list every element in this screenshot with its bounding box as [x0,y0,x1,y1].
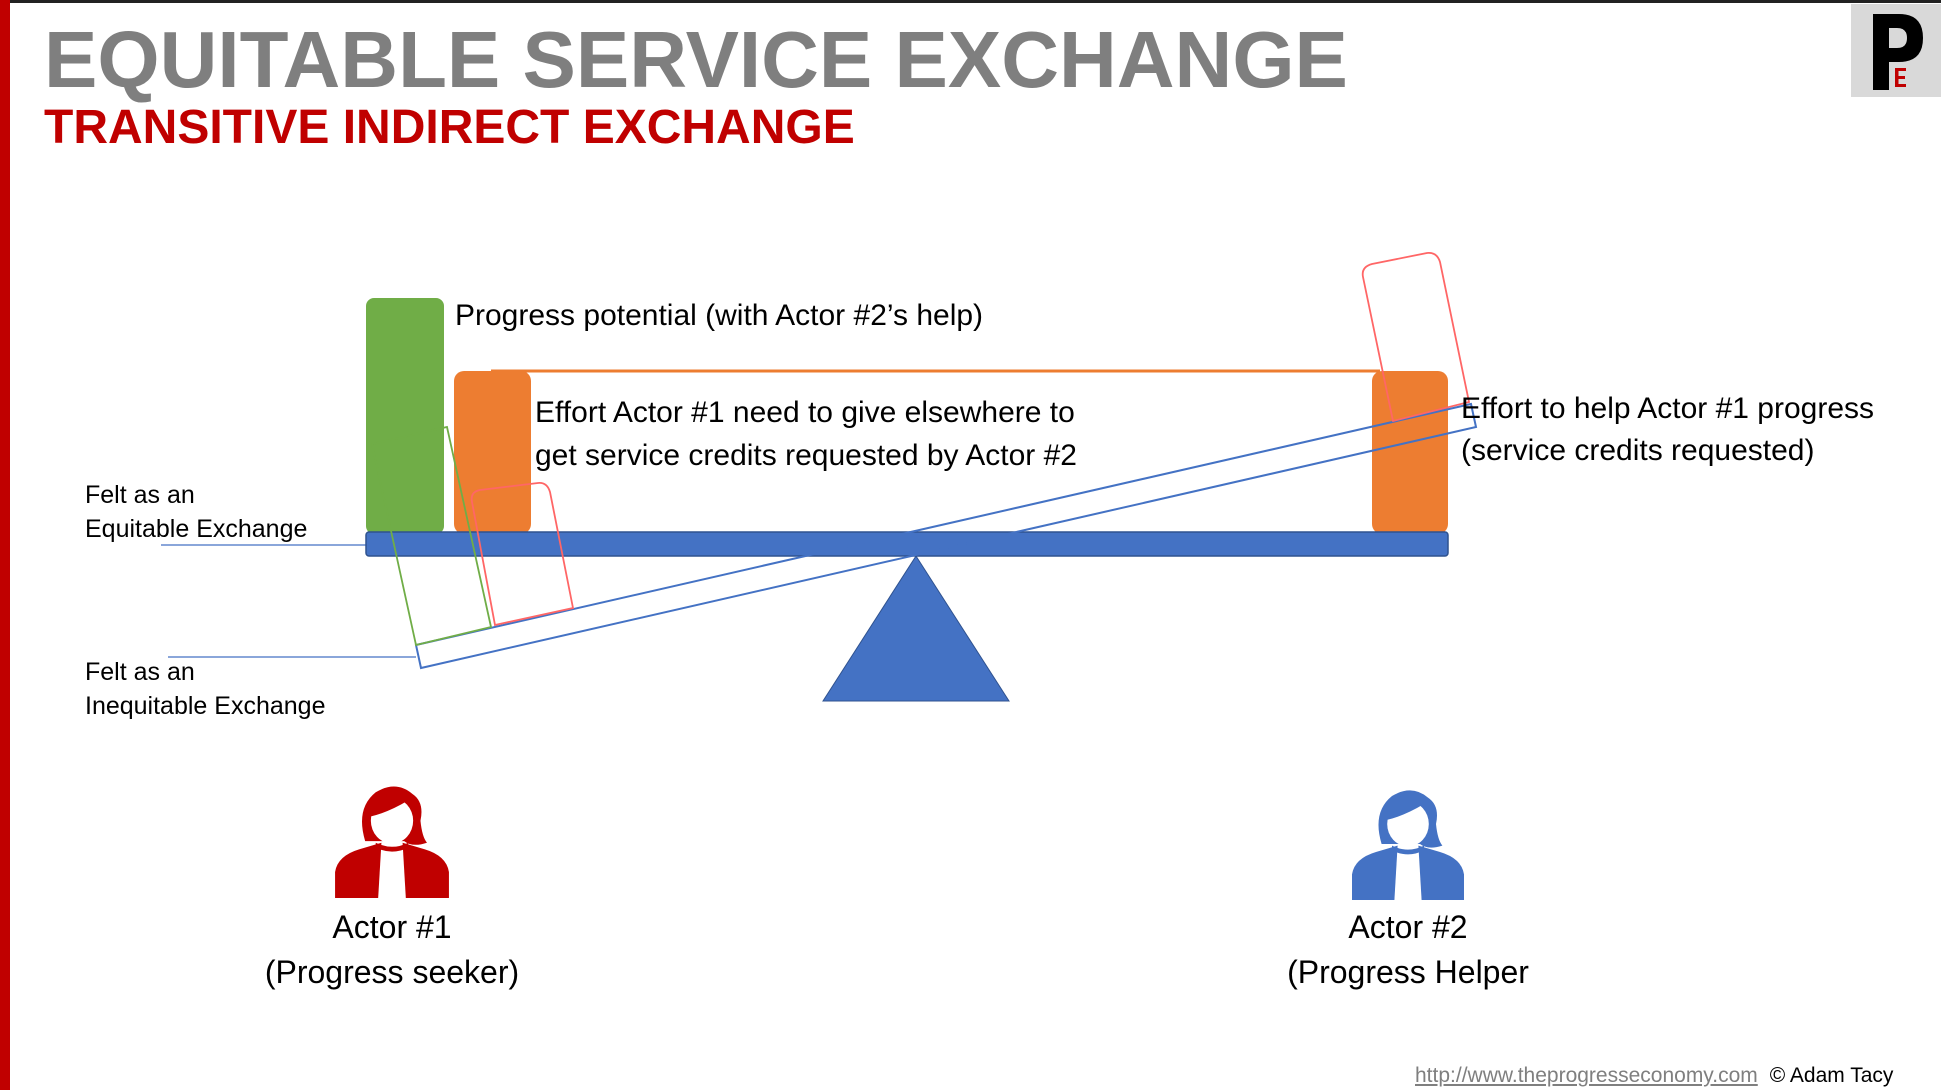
logo-letter-p-shape [1873,14,1923,90]
logo-mark [1873,14,1923,90]
actor2-name: Actor #2 [1348,909,1468,945]
progress-potential-bar [366,298,444,534]
tilted-effort-actor1-outline [470,482,575,627]
tilted-beam-outline [414,402,1478,670]
fulcrum-triangle [822,555,1010,702]
actor1-role: (Progress seeker) [264,954,520,990]
footer: http://www.theprogresseconomy.com © Adam … [1415,1064,1893,1088]
page-title: EQUITABLE SERVICE EXCHANGE [44,15,1348,104]
tilted-effort-help-outline [1361,252,1471,423]
tilted-progress-outline [370,425,493,647]
equitable-label-line1: Felt as an [85,481,195,509]
equitable-label-line2: Equitable Exchange [85,515,308,543]
copyright-text: © Adam Tacy [1769,1064,1894,1087]
actor1-name: Actor #1 [332,909,452,945]
logo [1851,4,1941,97]
effort-actor1-label-line1: Effort Actor #1 need to give elsewhere t… [535,396,1075,429]
person-icon-actor2 [1352,790,1464,900]
actor2-role: (Progress Helper [1287,954,1529,990]
effort-help-bar [1372,371,1448,534]
inequitable-label-line2: Inequitable Exchange [85,692,326,720]
effort-help-label-line2: (service credits requested) [1461,434,1815,467]
progress-potential-label: Progress potential (with Actor #2’s help… [455,299,984,332]
page-subtitle: TRANSITIVE INDIRECT EXCHANGE [44,101,855,154]
effort-help-label-line1: Effort to help Actor #1 progress [1461,392,1875,425]
website-link[interactable]: http://www.theprogresseconomy.com [1415,1064,1758,1087]
inequitable-label-line1: Felt as an [85,658,195,686]
logo-letter-e-shape [1895,68,1906,87]
top-border [0,0,1941,3]
effort-actor1-label-line2: get service credits requested by Actor #… [535,439,1077,472]
person-icon-actor1 [335,786,449,898]
left-accent-bar [0,0,10,1090]
balanced-beam [365,531,1449,557]
